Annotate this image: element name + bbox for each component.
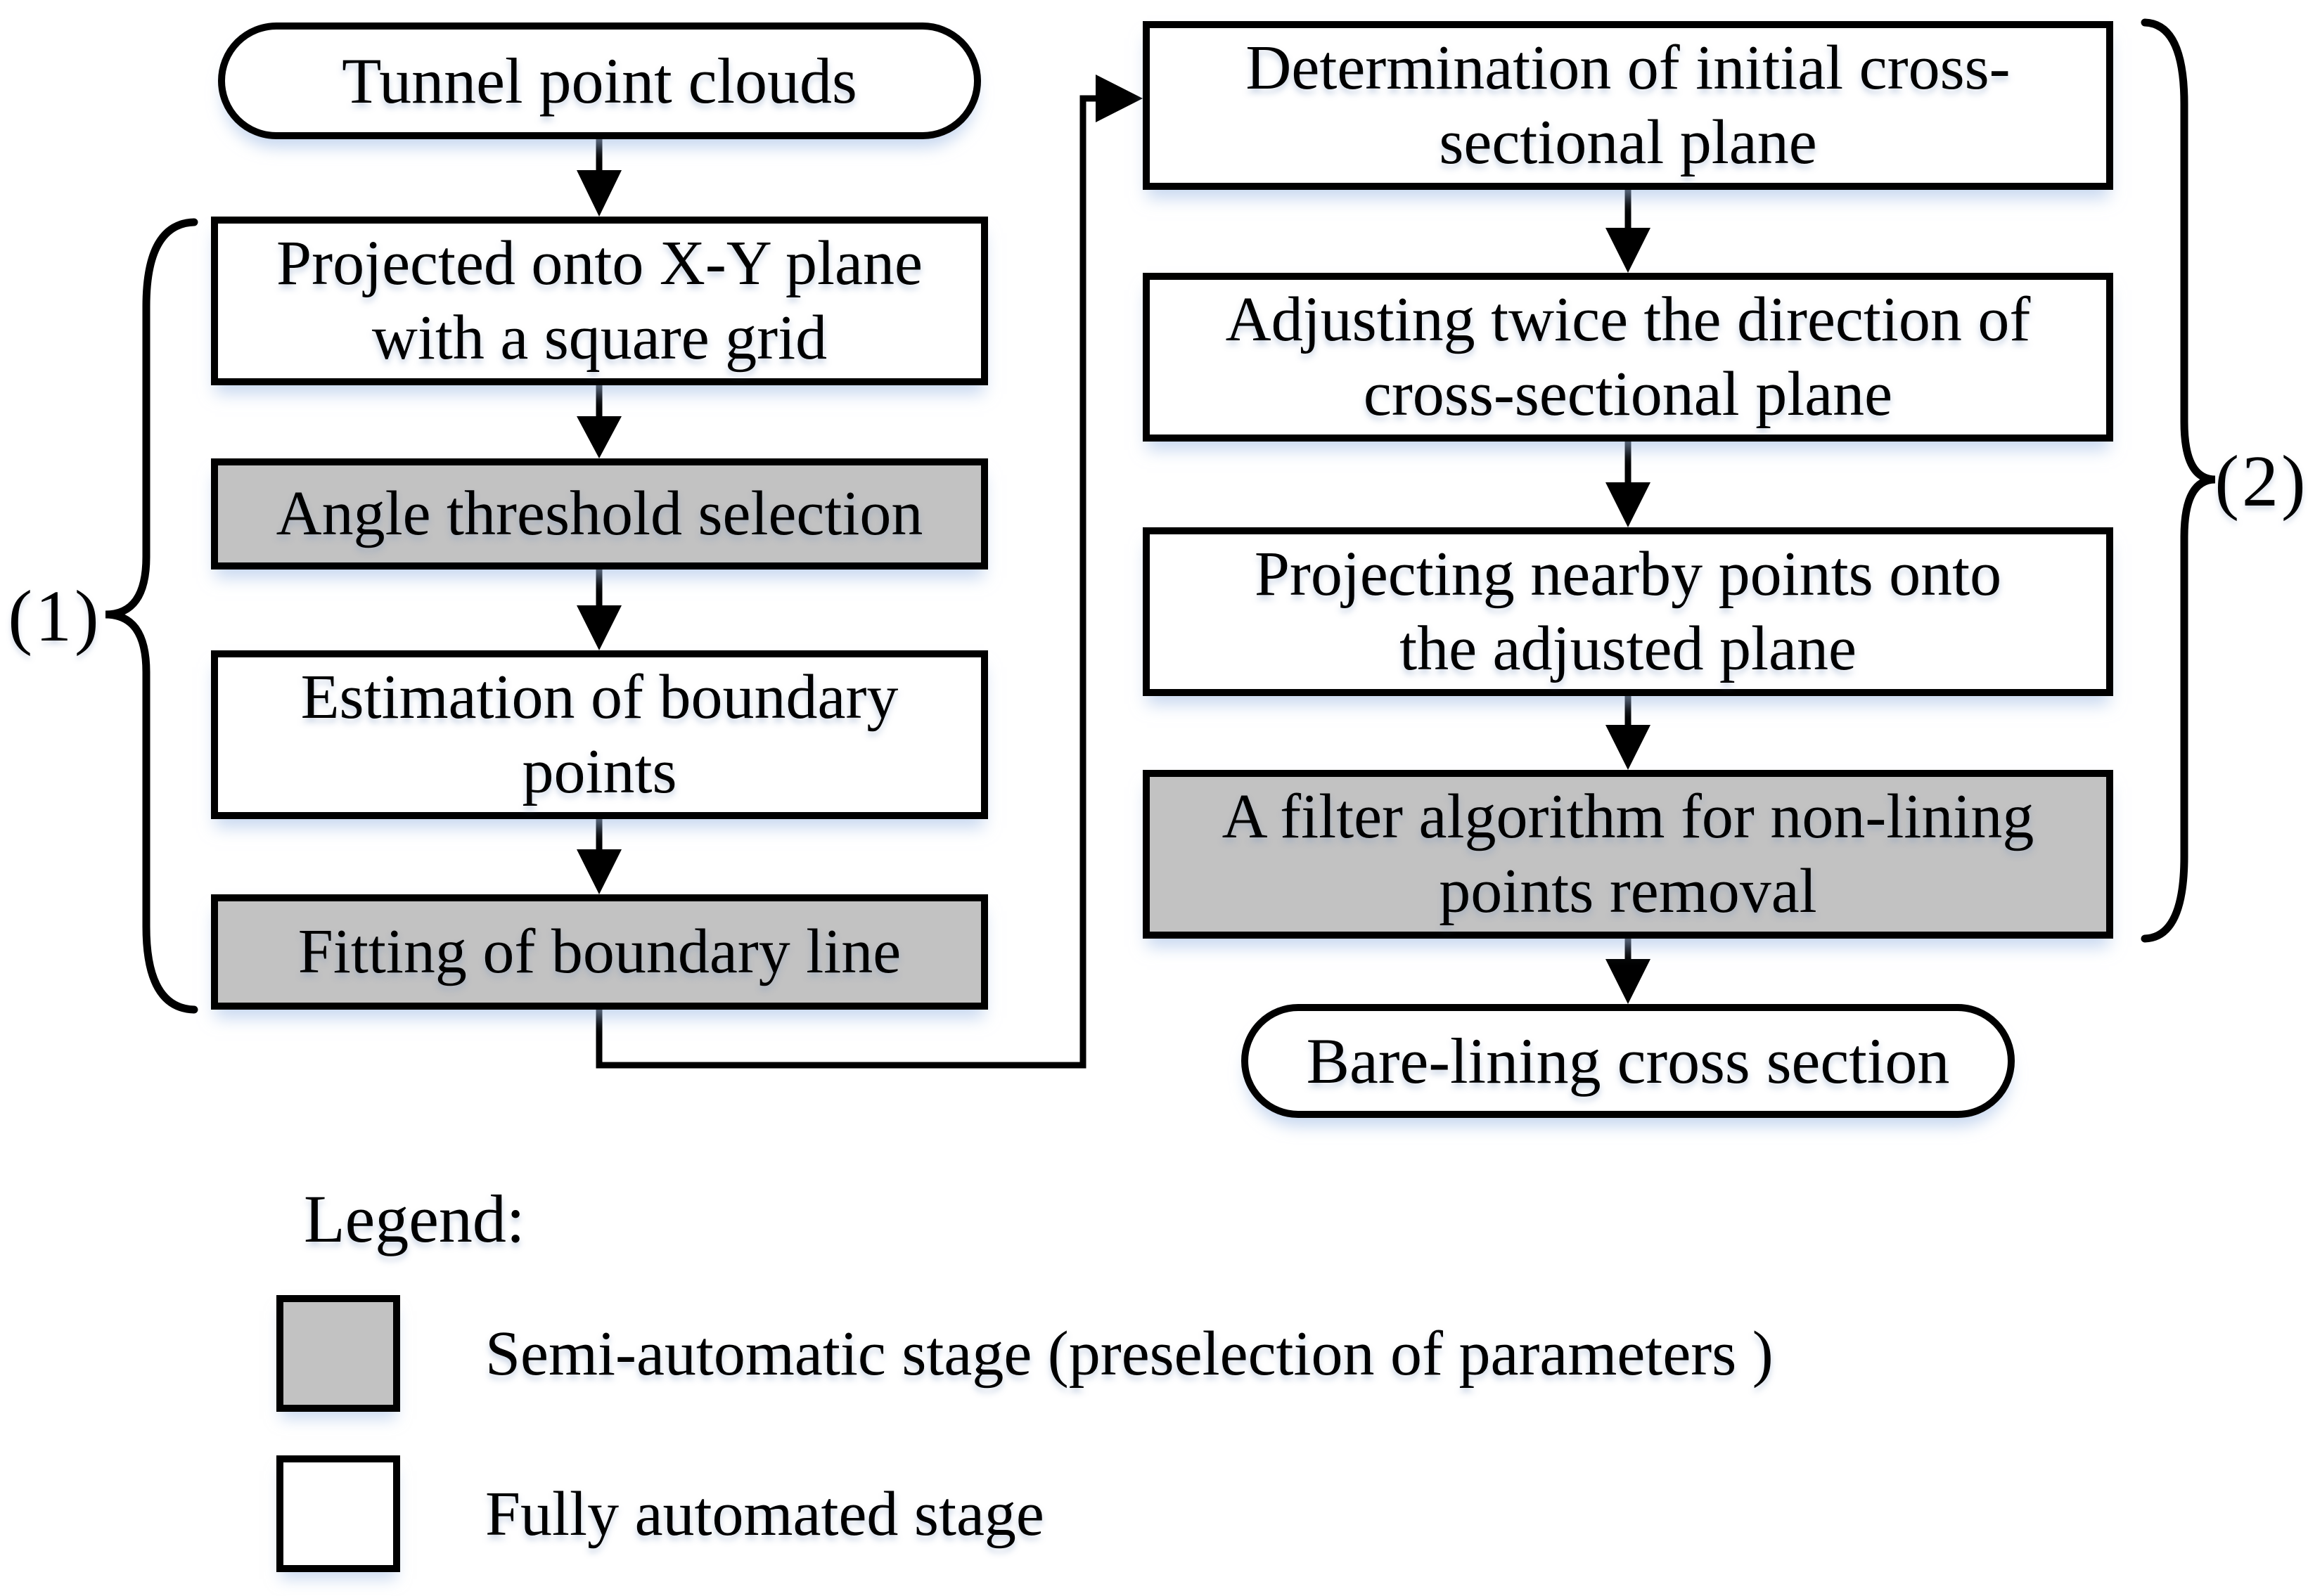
semi-automatic-swatch	[276, 1295, 400, 1412]
node-bare-lining-cross-section: Bare-lining cross section	[1241, 1004, 2015, 1118]
legend-heading: Legend:	[304, 1181, 525, 1256]
arrow-adjusting-to-projecting	[1605, 442, 1650, 527]
arrow-start-to-project	[577, 139, 622, 217]
node-estimation-of-boundary-points: Estimation of boundary points	[211, 650, 988, 819]
node-determination-initial-plane: Determination of initial cross- sectiona…	[1143, 21, 2113, 190]
arrow-projecting-to-filter	[1605, 696, 1650, 770]
node-label: A filter algorithm for non-lining points…	[1222, 781, 2034, 926]
node-label: Adjusting twice the direction of cross-s…	[1225, 284, 2031, 429]
node-label: Bare-lining cross section	[1306, 1024, 1950, 1097]
legend-item-label: Fully automated stage	[485, 1479, 1044, 1549]
node-label: Projecting nearby points onto the adjust…	[1254, 539, 2002, 683]
stage1-label: (1)	[8, 575, 102, 657]
node-label: Determination of initial cross- sectiona…	[1245, 32, 2011, 177]
node-label: Angle threshold selection	[276, 478, 923, 548]
node-label: Estimation of boundary points	[300, 662, 899, 806]
stage1-brace	[105, 218, 198, 1014]
arrow-angle-to-estimation	[577, 569, 622, 650]
node-adjusting-direction: Adjusting twice the direction of cross-s…	[1143, 273, 2113, 442]
node-projected-onto-xy-plane: Projected onto X-Y plane with a square g…	[211, 217, 988, 385]
arrow-determination-to-adjusting	[1605, 190, 1650, 273]
legend-item-semi-automatic: Semi-automatic stage (preselection of pa…	[276, 1295, 1774, 1412]
arrow-estimation-to-fitting	[577, 819, 622, 894]
node-label: Fitting of boundary line	[297, 916, 902, 986]
node-filter-non-lining-points: A filter algorithm for non-lining points…	[1143, 770, 2113, 939]
arrow-filter-to-end	[1605, 939, 1650, 1004]
fully-automated-swatch	[276, 1455, 400, 1572]
node-fitting-of-boundary-line: Fitting of boundary line	[211, 894, 988, 1010]
node-projecting-nearby-points: Projecting nearby points onto the adjust…	[1143, 527, 2113, 696]
node-label: Tunnel point clouds	[342, 44, 857, 117]
arrow-project-to-angle	[577, 385, 622, 458]
node-angle-threshold-selection: Angle threshold selection	[211, 458, 988, 569]
node-label: Projected onto X-Y plane with a square g…	[276, 228, 923, 373]
connector-fitting-to-determination	[596, 75, 1143, 1069]
stage2-brace	[2141, 18, 2216, 943]
legend-item-label: Semi-automatic stage (preselection of pa…	[485, 1318, 1774, 1389]
legend-item-fully-automated: Fully automated stage	[276, 1455, 1044, 1572]
stage2-label: (2)	[2214, 440, 2308, 522]
node-tunnel-point-clouds: Tunnel point clouds	[218, 22, 981, 139]
